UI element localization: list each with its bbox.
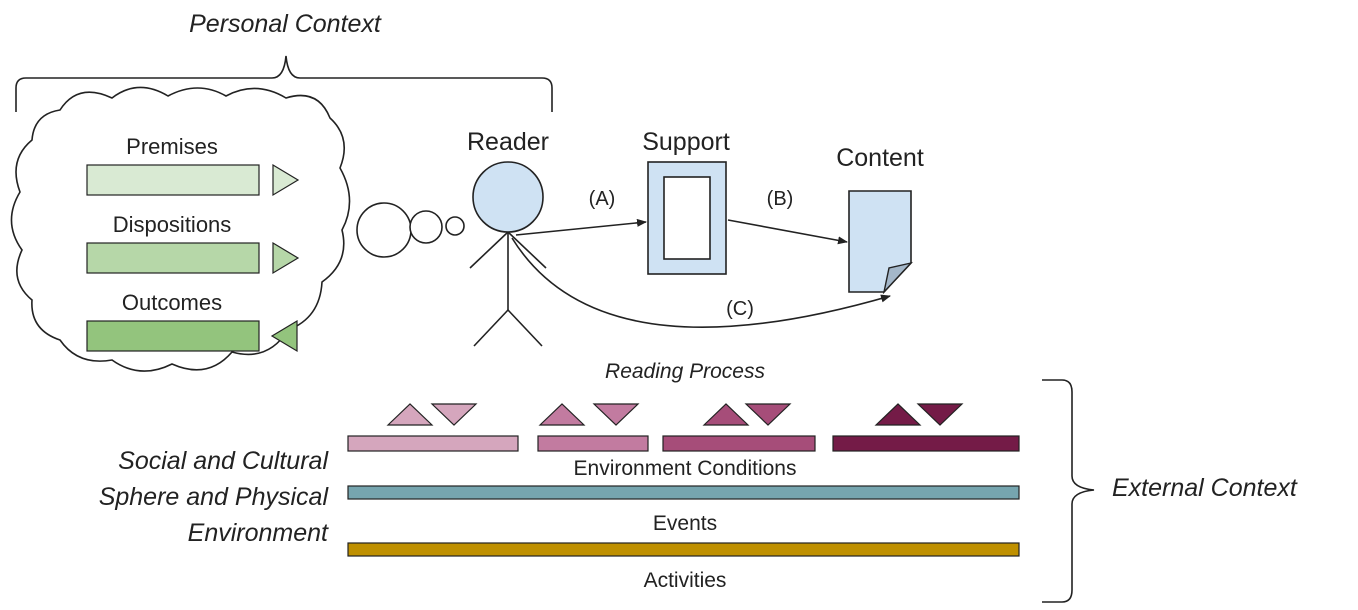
content-document-icon [848,190,914,295]
premises-bar [86,164,260,196]
environment-conditions-label: Environment Conditions [574,457,797,480]
outcomes-bar [86,320,260,352]
reader-figure-icon [469,161,547,347]
stage-2-up-triangle [538,403,586,426]
stage-3-down-triangle [744,403,792,426]
arrow-a [515,218,647,236]
stage-2-down-triangle [592,403,640,426]
premises-label: Premises [126,134,218,159]
dispositions-bar [86,242,260,274]
stage-3-bar [662,435,816,452]
social-sphere-line-3: Environment [188,519,329,547]
social-sphere-line-1: Social and Cultural [118,447,329,475]
support-label: Support [642,128,730,156]
arrow-b [727,219,848,245]
stage-3-up-triangle [702,403,750,426]
stage-4-down-triangle [916,403,964,426]
reading-process-label: Reading Process [605,360,765,383]
stage-4-bar [832,435,1020,452]
thought-bubble-large [356,202,412,258]
arrow-c [511,237,891,329]
outcomes-label: Outcomes [122,290,222,315]
reading-process-stage-4 [832,403,1020,452]
reading-process-stage-3 [662,403,816,452]
stage-1-up-triangle [386,403,434,426]
stage-4-up-triangle [874,403,922,426]
outcomes-arrow-left [270,319,298,353]
relation-b-label: (B) [767,188,794,210]
external-context-label: External Context [1112,474,1298,502]
support-device-icon [647,161,727,275]
thought-bubble-small [445,216,465,236]
relation-a-label: (A) [589,188,616,210]
events-bar [347,485,1020,500]
personal-context-title: Personal Context [189,10,382,38]
events-label: Events [653,512,717,535]
activities-bar [347,542,1020,557]
dispositions-arrow-right [272,241,300,275]
stage-2-bar [537,435,649,452]
thought-bubble-medium [409,210,443,244]
reading-process-stage-1 [347,403,519,452]
content-label: Content [836,144,924,172]
premises-arrow-right [272,163,300,197]
relation-c-label: (C) [726,298,754,320]
dispositions-label: Dispositions [113,212,232,237]
personal-context-brace [15,55,553,112]
stage-1-down-triangle [430,403,478,426]
stage-1-bar [347,435,519,452]
reading-process-stage-2 [537,403,649,452]
social-sphere-line-2: Sphere and Physical [99,483,330,511]
external-context-brace [1042,379,1095,603]
reader-label: Reader [467,128,549,156]
activities-label: Activities [644,569,727,592]
